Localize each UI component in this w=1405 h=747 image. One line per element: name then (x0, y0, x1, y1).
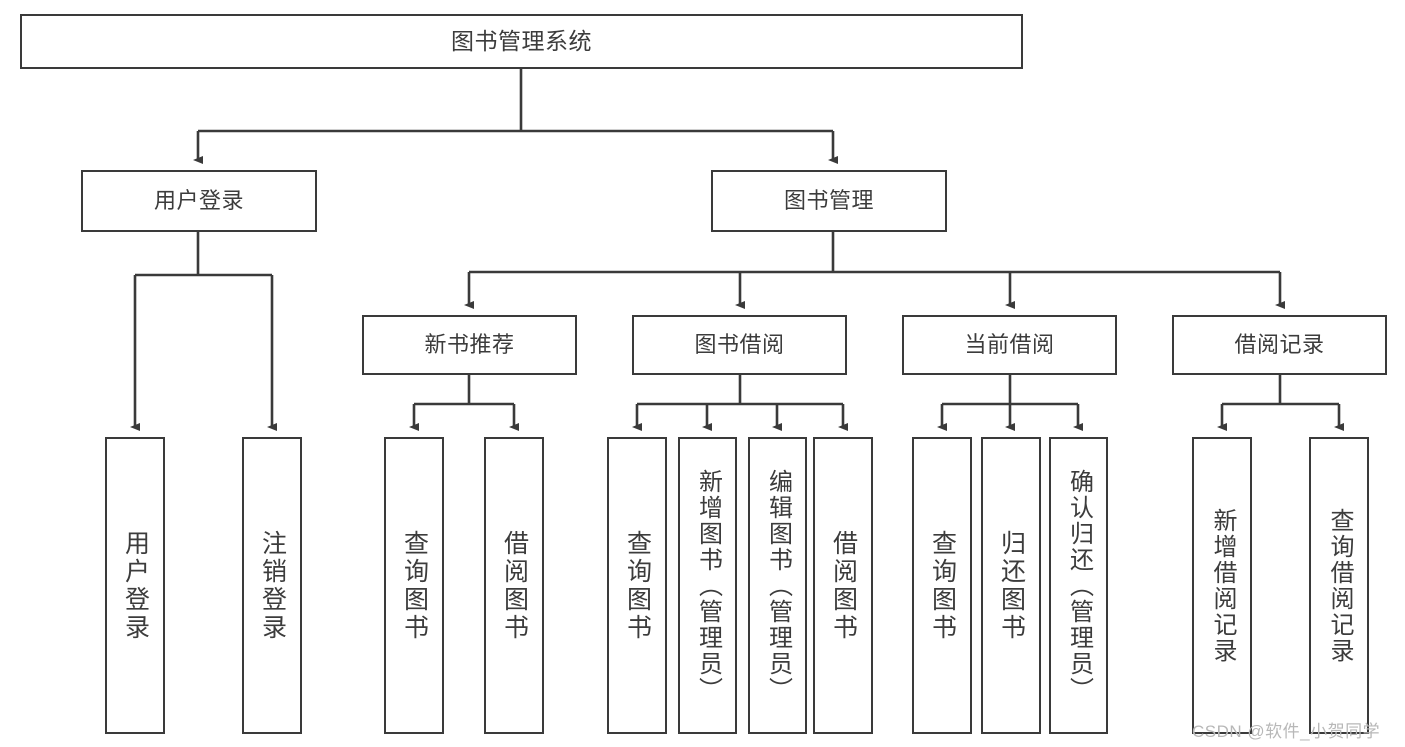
node-leaf-query-borrow-record-label: 查询借阅记录 (1326, 507, 1353, 664)
node-new-book-recommend[interactable]: 新书推荐 (362, 315, 577, 375)
node-leaf-add-borrow-record-label: 新增借阅记录 (1209, 507, 1236, 664)
node-current-borrow-label: 当前借阅 (964, 332, 1055, 358)
node-leaf-query-book-2-label: 查询图书 (623, 529, 652, 642)
node-root-label: 图书管理系统 (451, 28, 592, 55)
node-leaf-query-book-2[interactable]: 查询图书 (607, 437, 667, 734)
node-leaf-query-book-3-label: 查询图书 (928, 529, 957, 642)
node-root[interactable]: 图书管理系统 (20, 14, 1023, 69)
node-book-management-label: 图书管理 (783, 188, 874, 214)
node-current-borrow[interactable]: 当前借阅 (902, 315, 1117, 375)
node-user-login-label: 用户登录 (153, 188, 244, 214)
node-leaf-add-book-label: 新增图书（管理员） (694, 468, 722, 703)
node-book-borrow-label: 图书借阅 (694, 332, 785, 358)
watermark: CSDN @软件_小贺同学 (1192, 722, 1381, 741)
node-borrow-record-label: 借阅记录 (1234, 332, 1325, 358)
node-user-login[interactable]: 用户登录 (81, 170, 317, 232)
node-book-borrow[interactable]: 图书借阅 (632, 315, 847, 375)
node-borrow-record[interactable]: 借阅记录 (1172, 315, 1387, 375)
node-leaf-add-borrow-record[interactable]: 新增借阅记录 (1192, 437, 1252, 734)
node-leaf-logout-login[interactable]: 注销登录 (242, 437, 302, 734)
node-book-management[interactable]: 图书管理 (711, 170, 947, 232)
node-leaf-query-book-1-label: 查询图书 (400, 529, 429, 642)
node-leaf-confirm-return-label: 确认归还（管理员） (1065, 468, 1093, 703)
node-leaf-confirm-return[interactable]: 确认归还（管理员） (1049, 437, 1108, 734)
node-leaf-borrow-book-1-label: 借阅图书 (500, 529, 529, 642)
node-leaf-logout-login-label: 注销登录 (258, 529, 287, 642)
node-leaf-query-borrow-record[interactable]: 查询借阅记录 (1309, 437, 1369, 734)
node-leaf-borrow-book-1[interactable]: 借阅图书 (484, 437, 544, 734)
node-leaf-return-book-label: 归还图书 (997, 529, 1026, 642)
node-leaf-query-book-1[interactable]: 查询图书 (384, 437, 444, 734)
node-new-book-recommend-label: 新书推荐 (424, 332, 515, 358)
node-leaf-query-book-3[interactable]: 查询图书 (912, 437, 972, 734)
node-leaf-user-login[interactable]: 用户登录 (105, 437, 165, 734)
node-leaf-borrow-book-2[interactable]: 借阅图书 (813, 437, 873, 734)
node-leaf-return-book[interactable]: 归还图书 (981, 437, 1041, 734)
node-leaf-edit-book-label: 编辑图书（管理员） (764, 468, 792, 703)
node-leaf-add-book[interactable]: 新增图书（管理员） (678, 437, 737, 734)
node-leaf-borrow-book-2-label: 借阅图书 (829, 529, 858, 642)
node-leaf-edit-book[interactable]: 编辑图书（管理员） (748, 437, 807, 734)
node-leaf-user-login-label: 用户登录 (121, 529, 150, 642)
